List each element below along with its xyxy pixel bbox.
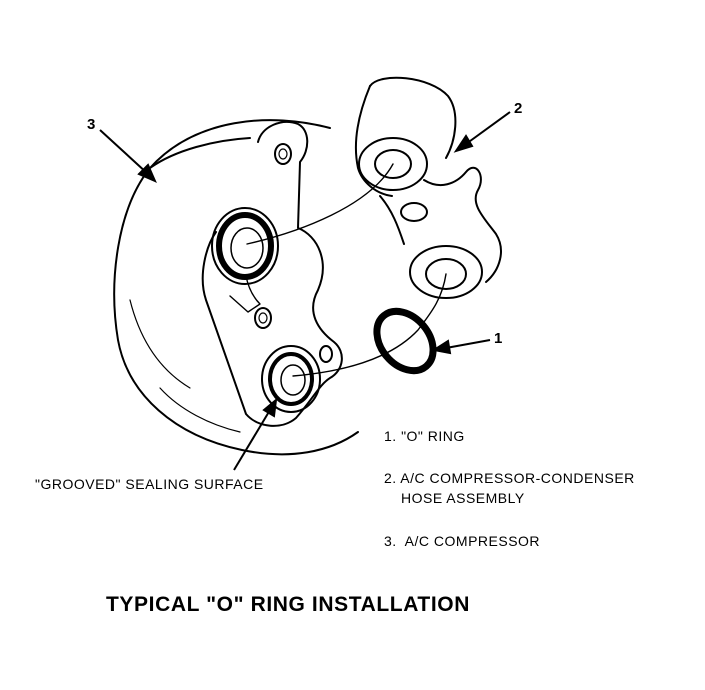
lower-port-alignment-line	[292, 273, 447, 377]
grooved-sealing-surface-label: "GROOVED" SEALING SURFACE	[35, 476, 264, 492]
callout-2: 2	[514, 100, 523, 117]
hose-assembly-drawing	[354, 76, 502, 299]
compressor-drawing	[113, 119, 359, 456]
leader-line-3	[99, 129, 149, 175]
arrowhead-grooved	[262, 397, 278, 418]
leader-line-1	[445, 339, 491, 349]
leader-line-2	[465, 111, 511, 145]
legend-item-3: 3. A/C COMPRESSOR	[384, 533, 541, 549]
arrowhead-3	[137, 163, 157, 183]
arrowhead-1	[431, 339, 452, 355]
upper-port-alignment-line	[246, 163, 394, 245]
arrowhead-2	[453, 134, 474, 153]
legend-item-2-line1: 2. A/C COMPRESSOR-CONDENSER	[384, 470, 635, 486]
legend-item-2-line2: HOSE ASSEMBLY	[401, 490, 525, 506]
leader-line-grooved	[233, 409, 271, 471]
legend-item-1: 1. "O" RING	[384, 428, 465, 444]
callout-3: 3	[87, 116, 96, 133]
figure-caption: TYPICAL "O" RING INSTALLATION	[106, 593, 470, 616]
callout-1: 1	[494, 330, 503, 347]
